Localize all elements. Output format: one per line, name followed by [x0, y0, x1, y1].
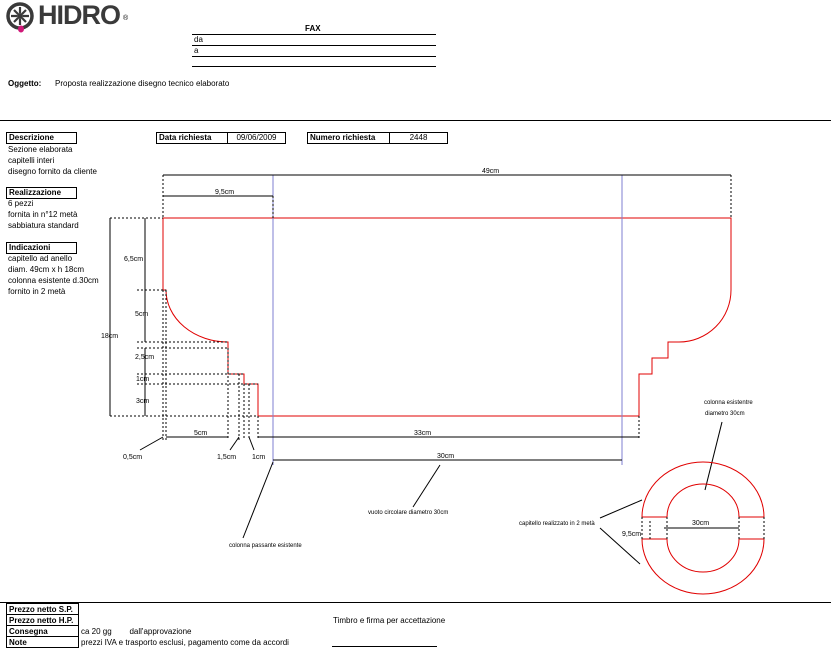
realizzazione-line: fornita in n°12 metà: [8, 210, 78, 219]
dim-label-ring-9-5: 9,5cm: [622, 531, 641, 538]
leader-halves-top: [599, 499, 643, 519]
fax-rule-bottom: [192, 66, 436, 67]
footer-value: [77, 603, 291, 615]
realizzazione-title: Realizzazione: [6, 187, 77, 199]
footer-label: Prezzo netto H.P.: [6, 614, 79, 626]
descrizione-title: Descrizione: [6, 132, 77, 144]
descrizione-line: Sezione elaborata: [8, 145, 73, 154]
logo-trademark: ®: [123, 15, 129, 22]
indicazioni-line: diam. 49cm x h 18cm: [8, 265, 85, 274]
realizzazione-line: sabbiatura standard: [8, 221, 79, 230]
fax-rule-from: [192, 45, 436, 46]
request-number-value: 2448: [389, 132, 448, 144]
footer-value: [77, 614, 291, 626]
dim-label-9-5: 9,5cm: [215, 189, 234, 196]
dim-label-30: 30cm: [437, 453, 454, 460]
descrizione-line: capitelli interi: [8, 156, 55, 165]
dim-label-1-5: 1,5cm: [217, 454, 236, 461]
label-circular-void: vuoto circolare diametro 30cm: [368, 510, 448, 516]
leader-0-5: [139, 436, 164, 451]
footer-row: Prezzo netto S.P.: [6, 603, 291, 615]
dim-label-5-v: 5cm: [135, 311, 148, 318]
fax-rule-to: [192, 56, 436, 57]
footer-label: Consegna: [6, 625, 79, 637]
subject-text: Proposta realizzazione disegno tecnico e…: [55, 79, 230, 88]
footer-label: Prezzo netto S.P.: [6, 603, 79, 615]
dim-label-total-width: 49cm: [482, 168, 499, 175]
label-capital-halves: capitello realizzato in 2 metà: [519, 521, 595, 527]
ring-bottom-half: [641, 538, 765, 595]
footer-table: Prezzo netto S.P. Prezzo netto H.P. Cons…: [6, 603, 291, 648]
leader-existing-column: [242, 461, 274, 539]
fax-from-label: da: [194, 35, 203, 44]
dim-label-33: 33cm: [414, 430, 431, 437]
footer-row: Note prezzi IVA e trasporto esclusi, pag…: [6, 636, 291, 648]
footer-value: prezzi IVA e trasporto esclusi, pagament…: [77, 636, 291, 648]
footer-value: ca 20 gg dall'approvazione: [77, 625, 291, 637]
footer-row: Consegna ca 20 gg dall'approvazione: [6, 625, 291, 637]
label-existing-column: colonna passante esistente: [229, 543, 302, 549]
label-existing-column-diam: diametro 30cm: [705, 411, 745, 417]
leader-halves-bottom: [599, 527, 641, 565]
descrizione-line: disegno fornito da cliente: [8, 167, 97, 176]
signature-line: [332, 646, 437, 647]
footer-label: Note: [6, 636, 79, 648]
logo-icon: [6, 2, 34, 33]
subject-label: Oggetto:: [8, 79, 42, 88]
dim-label-18: 18cm: [101, 333, 118, 340]
leader-existing-column-ring: [704, 421, 723, 491]
dim-label-1-v: 1cm: [136, 376, 149, 383]
leader-circular-void: [412, 464, 441, 508]
ring-top-half: [641, 461, 765, 518]
dim-label-0-5: 0,5cm: [123, 454, 142, 461]
dim-label-3: 3cm: [136, 398, 149, 405]
request-date-value: 09/06/2009: [227, 132, 286, 144]
dim-label-2-5: 2,5cm: [135, 354, 154, 361]
indicazioni-line: capitello ad anello: [8, 254, 73, 263]
realizzazione-line: 6 pezzi: [8, 199, 34, 208]
dim-label-1: 1cm: [252, 454, 265, 461]
section-divider: [0, 120, 831, 121]
logo-wordmark: HIDRO: [38, 0, 121, 30]
dim-label-6-5: 6,5cm: [124, 256, 143, 263]
footer-row: Prezzo netto H.P.: [6, 614, 291, 626]
leader-1: [248, 436, 255, 451]
fax-title: FAX: [305, 24, 321, 33]
leader-1-5: [229, 436, 240, 451]
signature-label: Timbro e firma per accettazione: [333, 616, 446, 625]
dim-label-ring-30: 30cm: [692, 520, 709, 527]
label-existing-column-top: colonna esistentre: [704, 400, 753, 406]
indicazioni-line: fornito in 2 metà: [8, 287, 66, 296]
indicazioni-title: Indicazioni: [6, 242, 77, 254]
dim-label-5-h: 5cm: [194, 430, 207, 437]
fax-to-label: a: [194, 46, 199, 55]
footer-divider: [0, 602, 831, 603]
capital-section-profile: [162, 217, 732, 417]
technical-drawing: 49cm 9,5cm 6,5cm 18cm 5cm 2,5cm 1cm 3cm …: [101, 168, 765, 595]
logo: HIDRO ®: [6, 0, 136, 34]
indicazioni-line: colonna esistente d.30cm: [8, 276, 99, 285]
fax-rule-top: [192, 34, 436, 35]
